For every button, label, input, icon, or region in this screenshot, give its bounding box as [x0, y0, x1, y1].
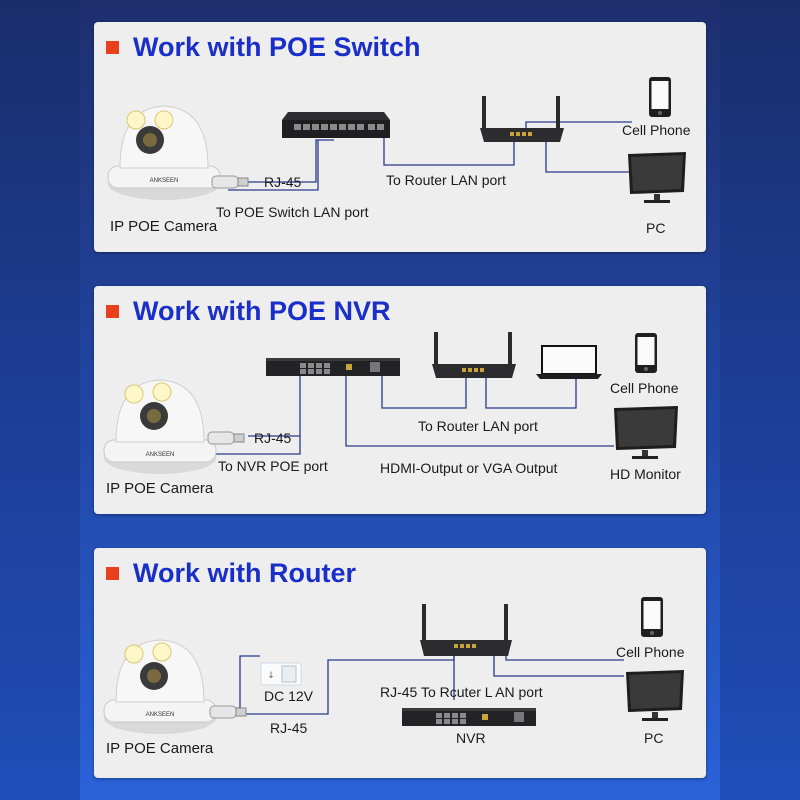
section-router: Work with Router ANKSEEN ↓ [94, 548, 706, 778]
cell-phone-icon [649, 77, 671, 117]
cell-phone-label: Cell Phone [610, 380, 679, 396]
svg-text:↓: ↓ [267, 671, 275, 681]
nvr-label: NVR [456, 730, 486, 746]
pc-monitor-icon [628, 152, 686, 203]
to-nvr-label: To NVR POE port [218, 458, 328, 474]
section-title: Work with POE Switch [106, 32, 421, 63]
pc-label: PC [646, 220, 666, 236]
to-router-label: RJ-45 To Rcuter L AN port [380, 684, 543, 700]
connection-lines [216, 374, 614, 455]
pc-monitor-icon [626, 670, 684, 721]
rj45-connector-icon [207, 431, 245, 445]
section-poe-switch: Work with POE Switch ANKSEEN [94, 22, 706, 252]
power-adapter-icon: ↓ [260, 662, 302, 686]
rj45-label: RJ-45 [254, 430, 292, 446]
router-icon [480, 96, 564, 142]
section-title: Work with Router [106, 558, 356, 589]
nvr-icon [402, 708, 536, 726]
dome-camera-icon: ANKSEEN [103, 379, 217, 474]
rj45-connector-icon [211, 175, 249, 189]
dome-camera-icon: ANKSEEN [107, 105, 221, 200]
bullet-icon [106, 41, 119, 54]
section-poe-nvr: Work with POE NVR ANKSEEN [94, 286, 706, 514]
rj45-connector-icon [209, 705, 247, 719]
camera-brand: ANKSEEN [146, 712, 175, 718]
section-title: Work with POE NVR [106, 296, 391, 327]
to-switch-label: To POE Switch LAN port [216, 204, 369, 220]
rj45-label: RJ-45 [264, 174, 302, 190]
camera-label: IP POE Camera [106, 480, 214, 497]
camera-brand: ANKSEEN [150, 178, 179, 184]
nvr-icon [266, 358, 400, 376]
bullet-icon [106, 567, 119, 580]
cell-phone-icon [641, 597, 663, 637]
rj45-label: RJ-45 [270, 720, 308, 736]
section-title-text: Work with POE Switch [133, 32, 421, 62]
to-router-label: To Router LAN port [386, 172, 506, 188]
pc-label: PC [644, 730, 664, 746]
router-icon [420, 604, 512, 656]
router-icon [432, 332, 516, 378]
cell-phone-label: Cell Phone [616, 644, 685, 660]
laptop-icon [536, 345, 602, 379]
to-router-label: To Router LAN port [418, 418, 538, 434]
hdmi-label: HDMI-Output or VGA Output [380, 460, 558, 476]
bullet-icon [106, 305, 119, 318]
camera-brand: ANKSEEN [146, 452, 175, 458]
cell-phone-label: Cell Phone [622, 122, 691, 138]
dc-label: DC 12V [264, 688, 314, 704]
camera-label: IP POE Camera [106, 740, 214, 757]
cell-phone-icon [635, 333, 657, 373]
dome-camera-icon: ANKSEEN [103, 639, 217, 734]
hd-monitor-icon [614, 406, 678, 459]
section-title-text: Work with Router [133, 558, 357, 588]
camera-label: IP POE Camera [110, 218, 218, 235]
poe-switch-icon [282, 112, 390, 138]
hd-monitor-label: HD Monitor [610, 466, 681, 482]
section-title-text: Work with POE NVR [133, 296, 391, 326]
